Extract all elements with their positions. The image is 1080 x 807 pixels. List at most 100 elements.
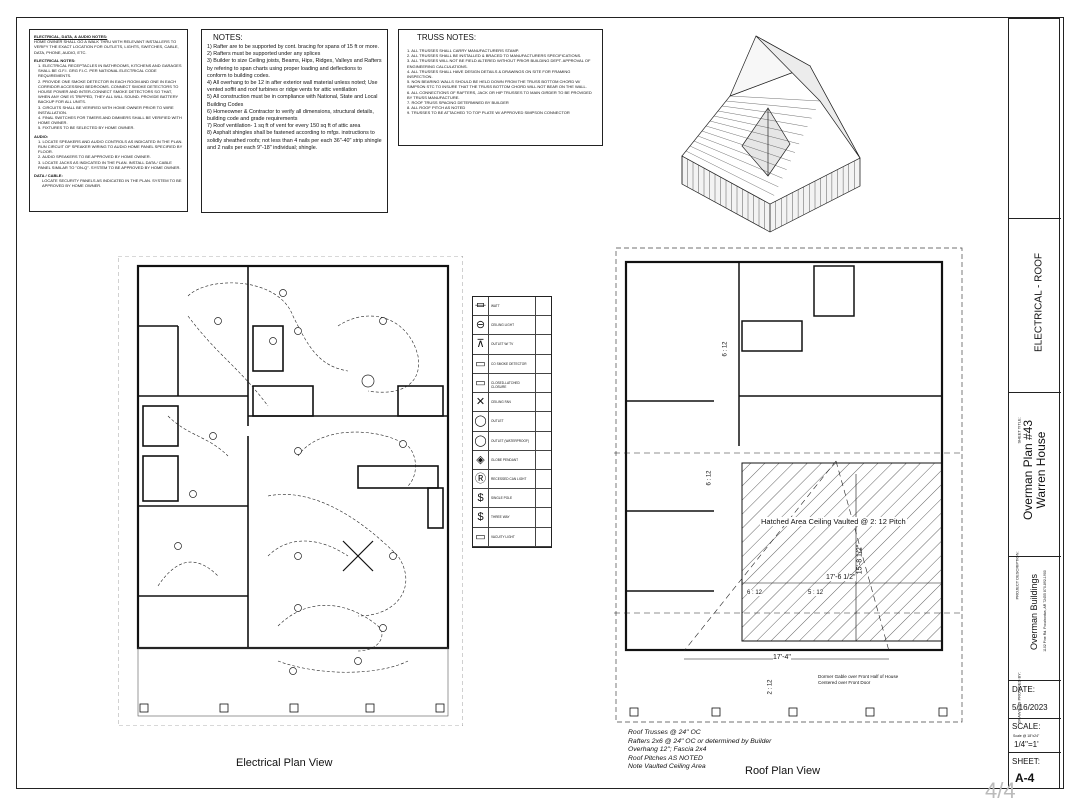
roof-plan-caption: Roof Plan View: [745, 765, 821, 777]
sheet-title: ELECTRICAL - ROOF: [1033, 252, 1045, 353]
drawing-sheet: [16, 17, 1064, 789]
roof-plan-drawing: [614, 247, 964, 723]
roof-dim-c: 15'-8 1/2": [856, 544, 864, 575]
rafter-line: [717, 110, 808, 127]
sheet-label: SHEET:: [1012, 757, 1041, 766]
legend-symbol-icon: $: [473, 508, 489, 527]
truss-notes-item: 8. ALL ROOF PITCH AS NOTED: [407, 105, 466, 111]
legend-extra-cell: [535, 469, 536, 489]
roof-dim-d: 17'-6 1/2": [826, 574, 856, 581]
framing-3d-illustration: [681, 35, 861, 233]
rafter-line: [713, 115, 804, 136]
notes-item: 7) Roof ventilation- 1 sq ft of vent for…: [207, 123, 361, 130]
legend-extra-cell: [535, 508, 536, 527]
legend-row: ▭VACUITY LIGHT: [473, 527, 551, 547]
notes-heading: NOTES:: [213, 33, 243, 42]
legend-label: CLOSED-LATCHED CLOSURE: [491, 380, 520, 389]
legend-label: RECESSED CAN LIGHT: [491, 476, 527, 481]
legend-extra-cell: [535, 316, 536, 335]
legend-symbol-icon: ⊼: [473, 335, 489, 354]
electrical-notes-sub1: ELECTRICAL NOTES:: [34, 57, 76, 63]
notes-box: NOTES: 1) Rafter are to be supported by …: [201, 29, 388, 213]
notes-item: 4) All overhang to be 12 in after exteri…: [207, 80, 378, 94]
legend-label: CEILING LIGHT: [491, 323, 515, 328]
legend-row: $THREE WAY: [473, 508, 551, 528]
legend-extra-cell: [535, 373, 536, 393]
electrical-notes-item: 4. FINAL SWITCHES FOR TIMERS AND DIMMERS…: [38, 115, 182, 126]
legend-symbol-icon: ◯: [473, 412, 489, 431]
rafter-line: [697, 135, 787, 170]
legend-symbol-icon: ⏛: [473, 297, 489, 316]
truss-notes-item: 9. TRUSSES TO BE ATTACHED TO TOP PLATE W…: [407, 110, 570, 116]
legend-row: ▭CO SMOKE DETECTOR: [473, 354, 551, 374]
roof-dormer-note-line1: Dormer Gable over Front Half of House: [818, 674, 899, 679]
rafter-line: [701, 130, 791, 162]
electrical-notes-item: 5. FIXTURES TO BE SELECTED BY HOME OWNER…: [38, 125, 135, 131]
rafter-line: [705, 125, 796, 153]
company-address: 1102 Pine Rd. Pocahontas, AR 72455 870-8…: [1043, 570, 1047, 652]
roof-note-line: Note Vaulted Ceiling Area: [628, 763, 706, 771]
legend-symbol-icon: $: [473, 489, 489, 508]
roof-dormer-note-line2: Centered over Front Door: [818, 680, 871, 685]
title-block-blank: [1009, 19, 1061, 219]
title-block-scale: SCALE: Scale @ 18"x24" 1/4"=1': [1009, 719, 1061, 753]
legend-row: $SINGLE POLE: [473, 489, 551, 509]
roof-dim-g: 17'-4": [773, 654, 791, 661]
legend-symbol-icon: ◯: [473, 431, 489, 450]
rafter-line: [721, 105, 812, 119]
roof-dim-h: 2 : 12: [767, 679, 774, 695]
legend-row: ⊖CEILING LIGHT: [473, 316, 551, 336]
sheet-number: A-4: [1015, 771, 1035, 785]
electrical-notes-item: 3. CIRCUITS SHALL BE VERIFIED WITH HOME …: [38, 104, 174, 115]
rafter-line: [685, 150, 775, 196]
truss-notes-item: 1. ALL TRUSSES SHALL CARRY MANUFACTURERS…: [407, 48, 520, 53]
roof-note-line: Rafters 2x6 @ 24" OC or determined by Bu…: [628, 737, 772, 745]
legend-extra-cell: [535, 431, 536, 450]
legend-label: CEILING FAN: [491, 400, 511, 405]
electrical-notes-sub3: DATA / CABLE:: [34, 173, 63, 179]
roof-note-line: Overhang 12"; Fascia 2x4: [628, 746, 707, 754]
legend-label: GLOBE PENDANT: [491, 457, 519, 462]
legend-extra-cell: [535, 527, 536, 546]
legend-label: SINGLE POLE: [491, 496, 513, 501]
legend-row: ◯OUTLET: [473, 412, 551, 432]
legend-symbol-icon: ▭: [473, 373, 489, 393]
legend-label: VACUITY LIGHT: [491, 534, 515, 539]
roof-dim-a: 6 : 12: [722, 341, 729, 357]
legend-extra-cell: [535, 354, 536, 373]
rafter-line: [709, 120, 800, 145]
roof-dim-b: 6 : 12: [706, 470, 713, 486]
legend-label: OUTLET (WATERPROOF): [491, 438, 530, 443]
title-block-date: DATE: 5/16/2023: [1009, 681, 1061, 719]
rafter-line: [725, 100, 816, 110]
truss-notes-heading: TRUSS NOTES:: [417, 33, 477, 42]
electrical-plan-drawing: [118, 256, 463, 726]
legend-label: WATT: [491, 304, 500, 308]
legend-label: OUTLET W/ TV: [491, 342, 514, 347]
title-block-project: PROJECT DESCRIPTION: Overman Plan #43 Wa…: [1009, 393, 1061, 600]
company-name: Overman Buildings: [1029, 573, 1039, 651]
electrical-notes-item: 1. ELECTRICAL RECEPTACLES IN BATHROOMS, …: [38, 63, 182, 79]
legend-symbol-icon: ✕: [473, 393, 489, 412]
legend-row: ▭CLOSED-LATCHED CLOSURE: [473, 373, 551, 394]
electrical-notes-box: ELECTRICAL, DATA, & AUDIO NOTES: HOME OW…: [29, 29, 188, 212]
title-block-sheet: SHEET: A-4: [1009, 753, 1061, 790]
page-counter: 4/4: [985, 778, 1016, 803]
roof-dim-f: 5 : 12: [808, 590, 824, 596]
scale-value: 1/4"=1': [1014, 740, 1039, 749]
legend-extra-cell: [535, 335, 536, 354]
truss-notes-item: 4. ALL TRUSSES SHALL HAVE DESIGN DETAILS…: [407, 68, 571, 80]
truss-notes-item: 5. NON BEARING WALLS SHOULD BE HELD DOWN…: [407, 79, 587, 90]
notes-item: 1) Rafter are to be supported by cont. b…: [207, 44, 379, 50]
notes-item: 6) Homeowner & Contractor to verify all …: [207, 108, 374, 123]
title-block: SHEET TITLE: ELECTRICAL - ROOF PROJECT D…: [1008, 18, 1061, 790]
electrical-notes-item: 3. LOCATE JACKS AS INDICATED IN THE PLAN…: [38, 159, 181, 170]
rafter-line: [729, 95, 821, 102]
legend-extra-cell: [535, 297, 536, 316]
roof-note-line: Roof Trusses @ 24" OC: [628, 729, 701, 736]
legend-symbol-icon: ⊖: [473, 316, 489, 335]
rafter-line: [689, 145, 779, 187]
electrical-notes-sub2: AUDIO:: [34, 133, 49, 139]
symbol-legend-table: ⏛WATT⊖CEILING LIGHT⊼OUTLET W/ TV▭CO SMOK…: [472, 296, 552, 548]
